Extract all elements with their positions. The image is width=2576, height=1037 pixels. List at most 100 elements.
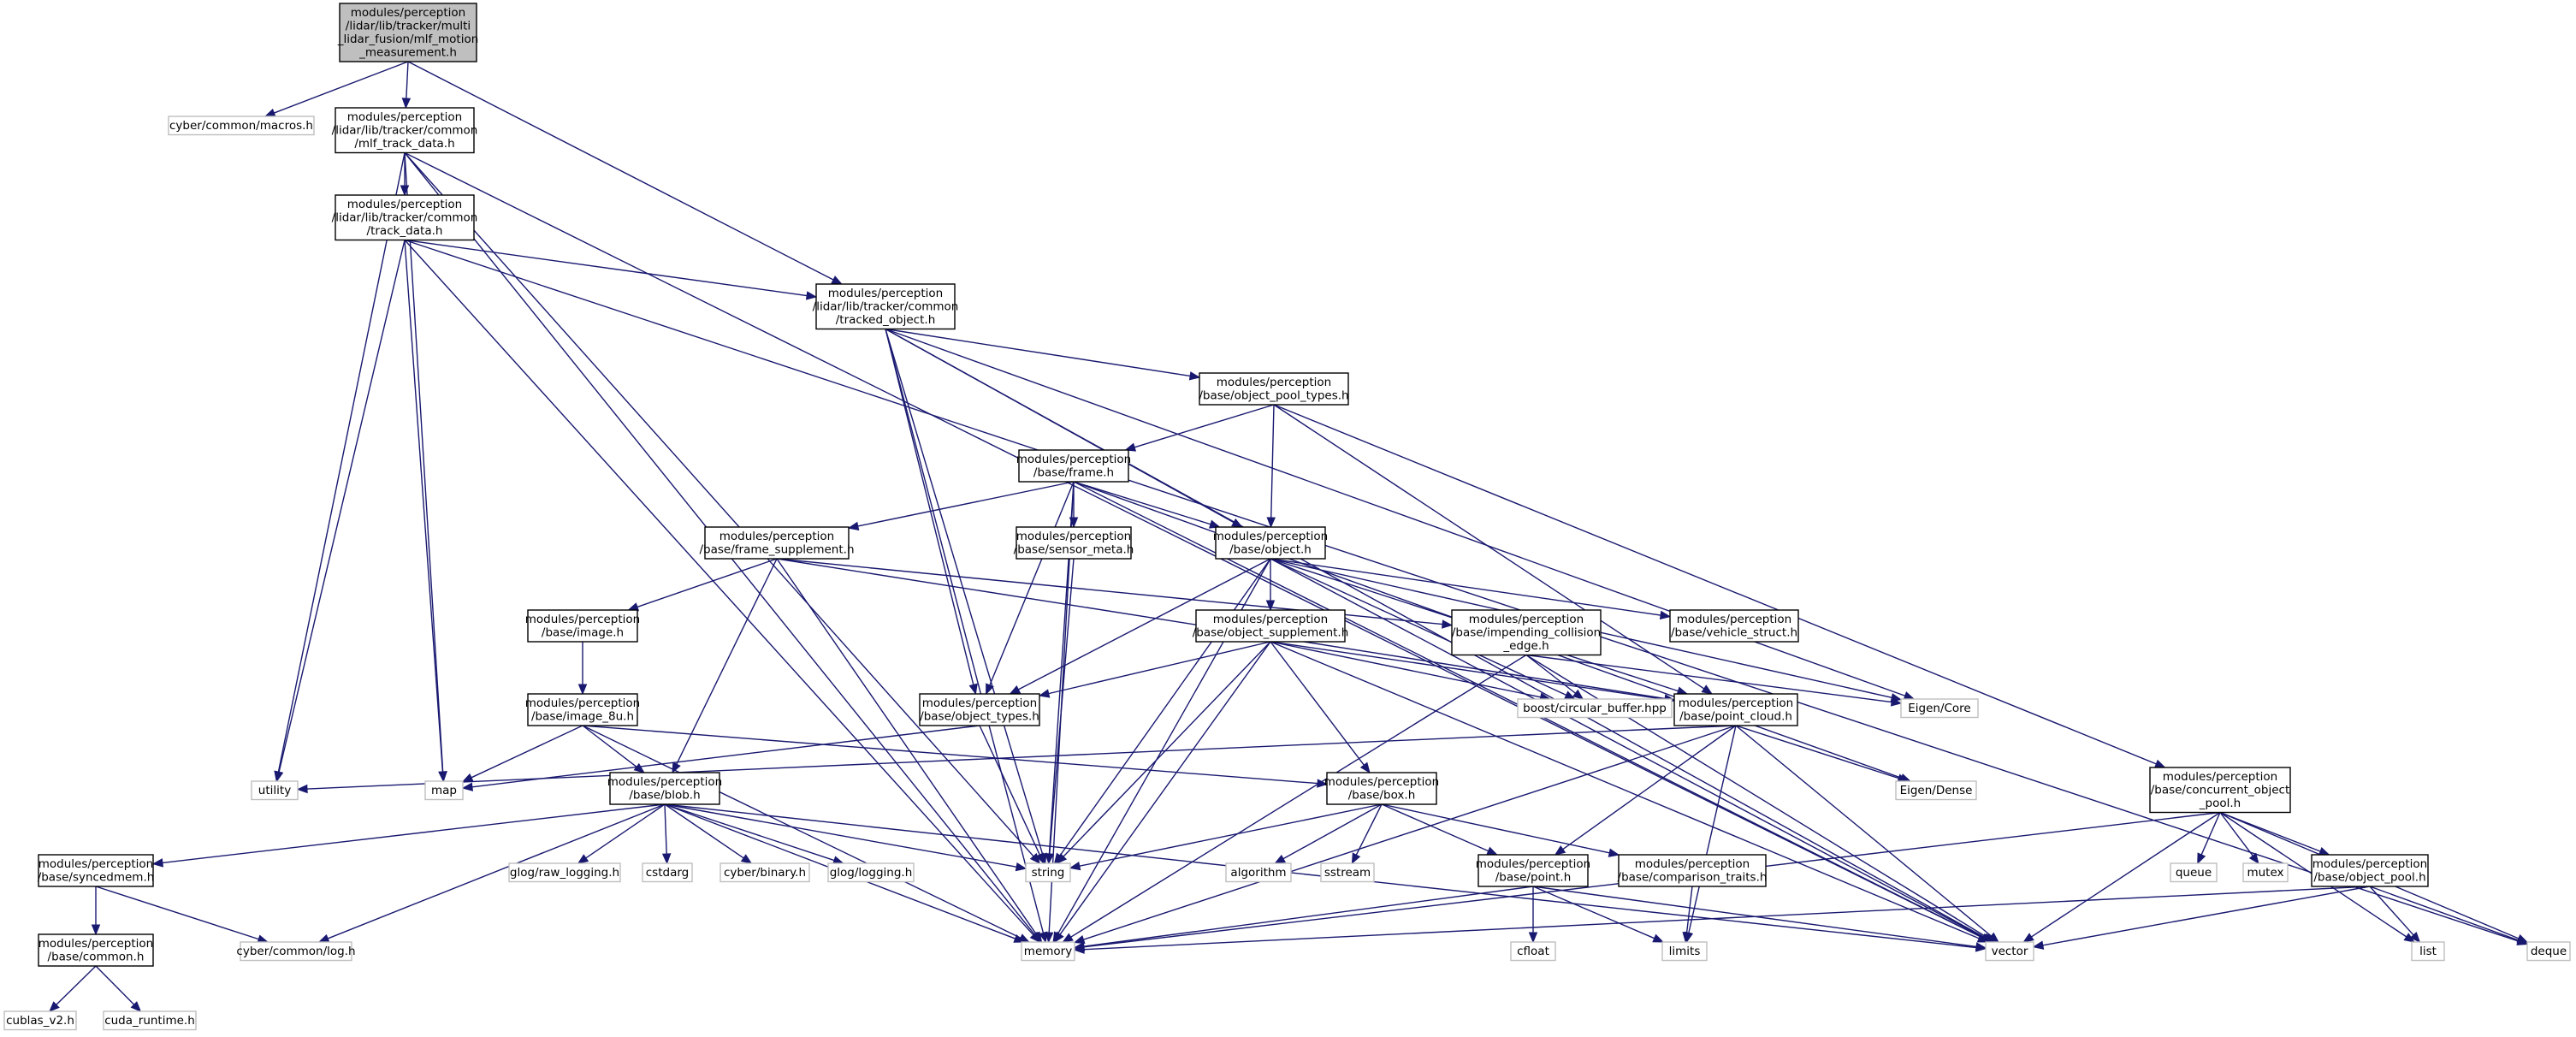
node-cuda-runtime[interactable]: cuda_runtime.h xyxy=(103,1010,197,1031)
node-object-types[interactable]: modules/perception/base/object_types.h xyxy=(919,693,1040,726)
node-object-supplement[interactable]: modules/perception/base/object_supplemen… xyxy=(1193,609,1349,643)
edge-object-types-to-string xyxy=(979,725,1045,865)
node-mutex[interactable]: mutex xyxy=(2242,862,2289,883)
node-eigen-core[interactable]: Eigen/Core xyxy=(1900,698,1979,719)
node-eigen-dense[interactable]: Eigen/Dense xyxy=(1895,780,1977,801)
edge-line xyxy=(1270,404,1275,518)
node-string[interactable]: string xyxy=(1025,862,1071,883)
edge-line xyxy=(404,240,444,773)
edge-common-to-cuda-runtime xyxy=(95,965,142,1012)
node-object[interactable]: modules/perception/base/object.h xyxy=(1213,526,1328,560)
node-label: /base/comparison_traits.h xyxy=(1618,871,1768,885)
edge-line xyxy=(2369,886,2414,936)
edge-line xyxy=(404,152,444,773)
node-label: boost/circular_buffer.hpp xyxy=(1523,702,1667,715)
node-label: cyber/common/log.h xyxy=(236,945,355,958)
node-box xyxy=(2526,941,2571,962)
node-label: modules/perception xyxy=(1635,857,1750,871)
node-label: queue xyxy=(2176,866,2212,880)
edge-track-data-to-map xyxy=(404,240,447,783)
node-cfloat[interactable]: cfloat xyxy=(1510,941,1556,962)
node-sensor-meta[interactable]: modules/perception/base/sensor_meta.h xyxy=(1014,526,1134,560)
edge-arrowhead xyxy=(2022,933,2034,943)
edge-arrowhead xyxy=(577,854,589,864)
node-label: /base/frame_supplement.h xyxy=(700,543,855,557)
node-box xyxy=(103,1010,197,1031)
edge-line xyxy=(327,803,666,939)
node-object-pool-types[interactable]: modules/perception/base/object_pool_type… xyxy=(1199,372,1349,406)
node-cyber-log[interactable]: cyber/common/log.h xyxy=(236,941,356,962)
edge-arrowhead xyxy=(1069,861,1081,871)
node-tracked-object[interactable]: modules/perception/lidar/lib/tracker/com… xyxy=(813,283,959,330)
node-comparison-traits[interactable]: modules/perception/base/comparison_trait… xyxy=(1618,854,1768,887)
edge-blob-to-cyber-log xyxy=(317,803,666,943)
node-box xyxy=(1199,372,1349,406)
edge-line xyxy=(1381,803,1489,852)
node-map[interactable]: map xyxy=(424,780,464,801)
node-box xyxy=(251,780,299,801)
node-label: modules/perception xyxy=(607,775,722,789)
edge-arrowhead xyxy=(2318,846,2330,856)
node-point[interactable]: modules/perception/base/point.h xyxy=(1476,854,1590,887)
node-cstdarg[interactable]: cstdarg xyxy=(642,862,693,883)
edge-line xyxy=(1735,725,1899,779)
node-glog-raw[interactable]: glog/raw_logging.h xyxy=(508,862,621,883)
edge-line xyxy=(664,803,667,855)
edge-line xyxy=(1070,654,1527,938)
edge-blob-to-cstdarg xyxy=(661,803,672,865)
edge-arrowhead xyxy=(661,853,672,865)
node-object-pool[interactable]: modules/perception/base/object_pool.h xyxy=(2311,854,2429,887)
node-list[interactable]: list xyxy=(2411,941,2445,962)
node-box xyxy=(3,1010,77,1031)
node-impending-collision[interactable]: modules/perception/base/impending_collis… xyxy=(1451,609,1602,656)
node-box xyxy=(1021,941,1075,962)
edge-image-8u-to-blob xyxy=(582,725,645,773)
edge-line xyxy=(1018,558,1271,690)
edge-arrowhead xyxy=(831,276,844,285)
node-blob[interactable]: modules/perception/base/blob.h xyxy=(607,772,722,805)
node-queue[interactable]: queue xyxy=(2170,862,2218,883)
node-syncedmem[interactable]: modules/perception/base/syncedmem.h xyxy=(38,854,155,887)
edge-line xyxy=(1063,641,1271,857)
node-frame[interactable]: modules/perception/base/frame.h xyxy=(1016,449,1131,483)
node-vehicle-struct[interactable]: modules/perception/base/vehicle_struct.h xyxy=(1669,609,1799,643)
node-frame-supplement[interactable]: modules/perception/base/frame_supplement… xyxy=(700,526,855,560)
node-utility[interactable]: utility xyxy=(251,780,299,801)
node-vector[interactable]: vector xyxy=(1985,941,2034,962)
node-macros[interactable]: cyber/common/macros.h xyxy=(168,116,315,136)
node-label: cyber/binary.h xyxy=(724,866,806,880)
node-cyber-binary[interactable]: cyber/binary.h xyxy=(720,862,810,883)
edge-image-to-image-8u xyxy=(577,642,588,696)
node-image-8u[interactable]: modules/perception/base/image_8u.h xyxy=(525,693,640,726)
edge-object-supplement-to-box xyxy=(1270,641,1371,774)
node-label: /base/common.h xyxy=(48,951,145,964)
edge-line xyxy=(404,239,808,297)
node-common[interactable]: modules/perception/base/common.h xyxy=(38,933,154,967)
node-limits[interactable]: limits xyxy=(1661,941,1708,962)
node-point-cloud[interactable]: modules/perception/base/point_cloud.h xyxy=(1673,693,1798,726)
node-algorithm[interactable]: algorithm xyxy=(1225,862,1292,883)
node-track-data[interactable]: modules/perception/lidar/lib/tracker/com… xyxy=(332,194,478,241)
node-box xyxy=(2242,862,2289,883)
node-box[interactable]: modules/perception/base/box.h xyxy=(1324,772,1439,805)
edge-line xyxy=(407,61,834,281)
edge-arrowhead xyxy=(1564,690,1576,700)
node-glog-logging[interactable]: glog/logging.h xyxy=(827,862,915,883)
edge-arrowhead xyxy=(805,291,818,300)
node-sstream[interactable]: sstream xyxy=(1320,862,1375,883)
node-box xyxy=(827,862,915,883)
node-deque[interactable]: deque xyxy=(2526,941,2571,962)
edge-line xyxy=(1270,558,1985,939)
edge-arrowhead xyxy=(1013,933,1026,943)
node-label: /base/blob.h xyxy=(629,789,700,803)
edge-line xyxy=(1270,641,1541,698)
node-concurrent-pool[interactable]: modules/perception/base/concurrent_objec… xyxy=(2149,767,2291,814)
edge-object-supplement-to-memory xyxy=(1053,641,1271,944)
node-circular-buffer[interactable]: boost/circular_buffer.hpp xyxy=(1517,698,1673,719)
node-label: string xyxy=(1032,866,1065,880)
edge-line xyxy=(306,725,1737,790)
node-cublas[interactable]: cublas_v2.h xyxy=(3,1010,77,1031)
node-memory[interactable]: memory xyxy=(1021,941,1075,962)
node-image[interactable]: modules/perception/base/image.h xyxy=(525,609,640,643)
node-mlf-track-data[interactable]: modules/perception/lidar/lib/tracker/com… xyxy=(332,107,478,154)
